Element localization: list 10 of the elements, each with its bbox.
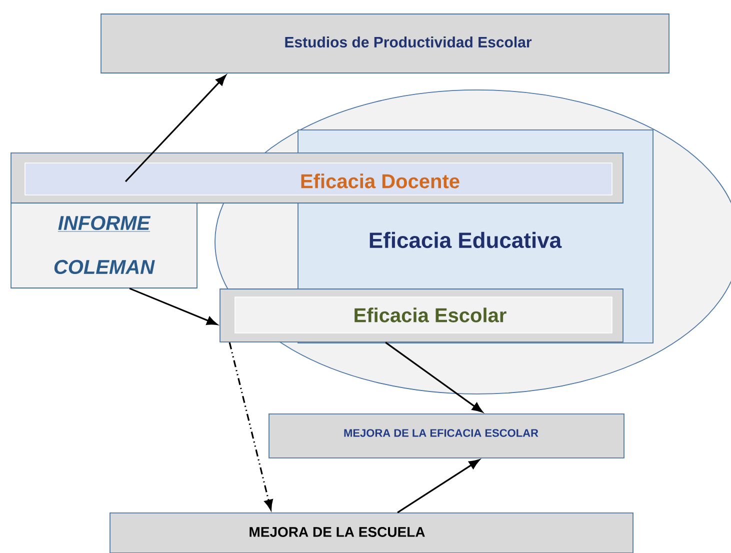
result-box: MEJORA DE LA ESCUELA bbox=[110, 512, 634, 553]
arrow bbox=[124, 74, 226, 182]
title-box: Estudios de Productividad Escolar bbox=[100, 14, 670, 74]
report-box: INFORME COLEMAN bbox=[10, 202, 198, 288]
arrow bbox=[385, 342, 483, 412]
arrow bbox=[397, 459, 480, 514]
result-box: MEJORA DE LA EFICACIA ESCOLAR bbox=[268, 414, 624, 458]
arrow bbox=[129, 288, 218, 325]
concept-bar: Eficacia Docente bbox=[10, 152, 624, 204]
arrow bbox=[228, 342, 273, 510]
